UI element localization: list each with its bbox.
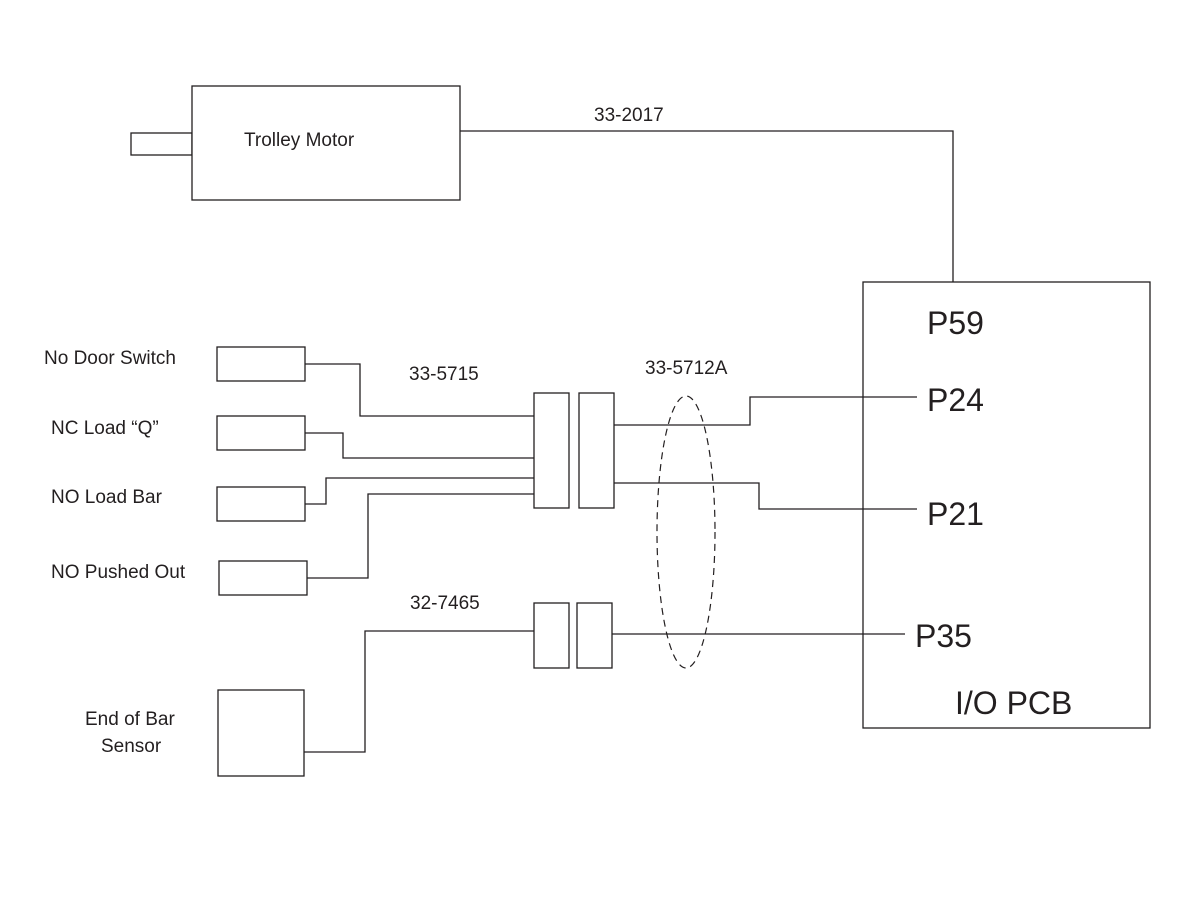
- motor-cable-wire: [460, 130, 954, 296]
- lower-connector-left: [533, 602, 570, 669]
- end-of-bar-label-line2: Sensor: [101, 736, 162, 757]
- io-pcb-label: I/O PCB: [955, 685, 1072, 721]
- motor-cable-label: 33-2017: [594, 105, 664, 126]
- trolley-motor-label: Trolley Motor: [244, 130, 355, 151]
- end-of-bar-sensor-box: [217, 689, 305, 777]
- io-pcb-box: [862, 281, 1151, 729]
- pin-p24: P24: [927, 382, 984, 418]
- p24-wire: [614, 396, 917, 426]
- load-bar-label: NO Load Bar: [51, 487, 163, 508]
- door-switch-label: No Door Switch: [44, 348, 176, 369]
- pushed-out-box: [218, 560, 308, 596]
- bundle-label: 33-5712A: [645, 358, 728, 379]
- bundle-ellipse: [656, 395, 716, 669]
- sensor-cable-label: 32-7465: [410, 593, 480, 614]
- upper-connector-left: [533, 392, 570, 509]
- motor-shaft: [130, 132, 193, 156]
- door-switch-wire: [305, 363, 534, 417]
- p21-wire: [614, 482, 917, 510]
- load-q-label: NC Load “Q”: [51, 418, 159, 439]
- upper-connector-right: [578, 392, 615, 509]
- door-switch-box: [216, 346, 306, 382]
- load-bar-wire: [305, 477, 534, 505]
- switch-harness-label: 33-5715: [409, 364, 479, 385]
- lower-connector-right: [576, 602, 613, 669]
- end-of-bar-label-line1: End of Bar: [85, 709, 175, 730]
- pushed-out-label: NO Pushed Out: [51, 562, 186, 583]
- trolley-motor-box: [191, 85, 461, 201]
- pin-p21: P21: [927, 496, 984, 532]
- load-q-box: [216, 415, 306, 451]
- load-q-wire: [305, 432, 534, 459]
- pin-p59: P59: [927, 305, 984, 341]
- pin-p35: P35: [915, 618, 972, 654]
- load-bar-box: [216, 486, 306, 522]
- sensor-wire: [304, 630, 534, 753]
- pushed-out-wire: [307, 493, 534, 579]
